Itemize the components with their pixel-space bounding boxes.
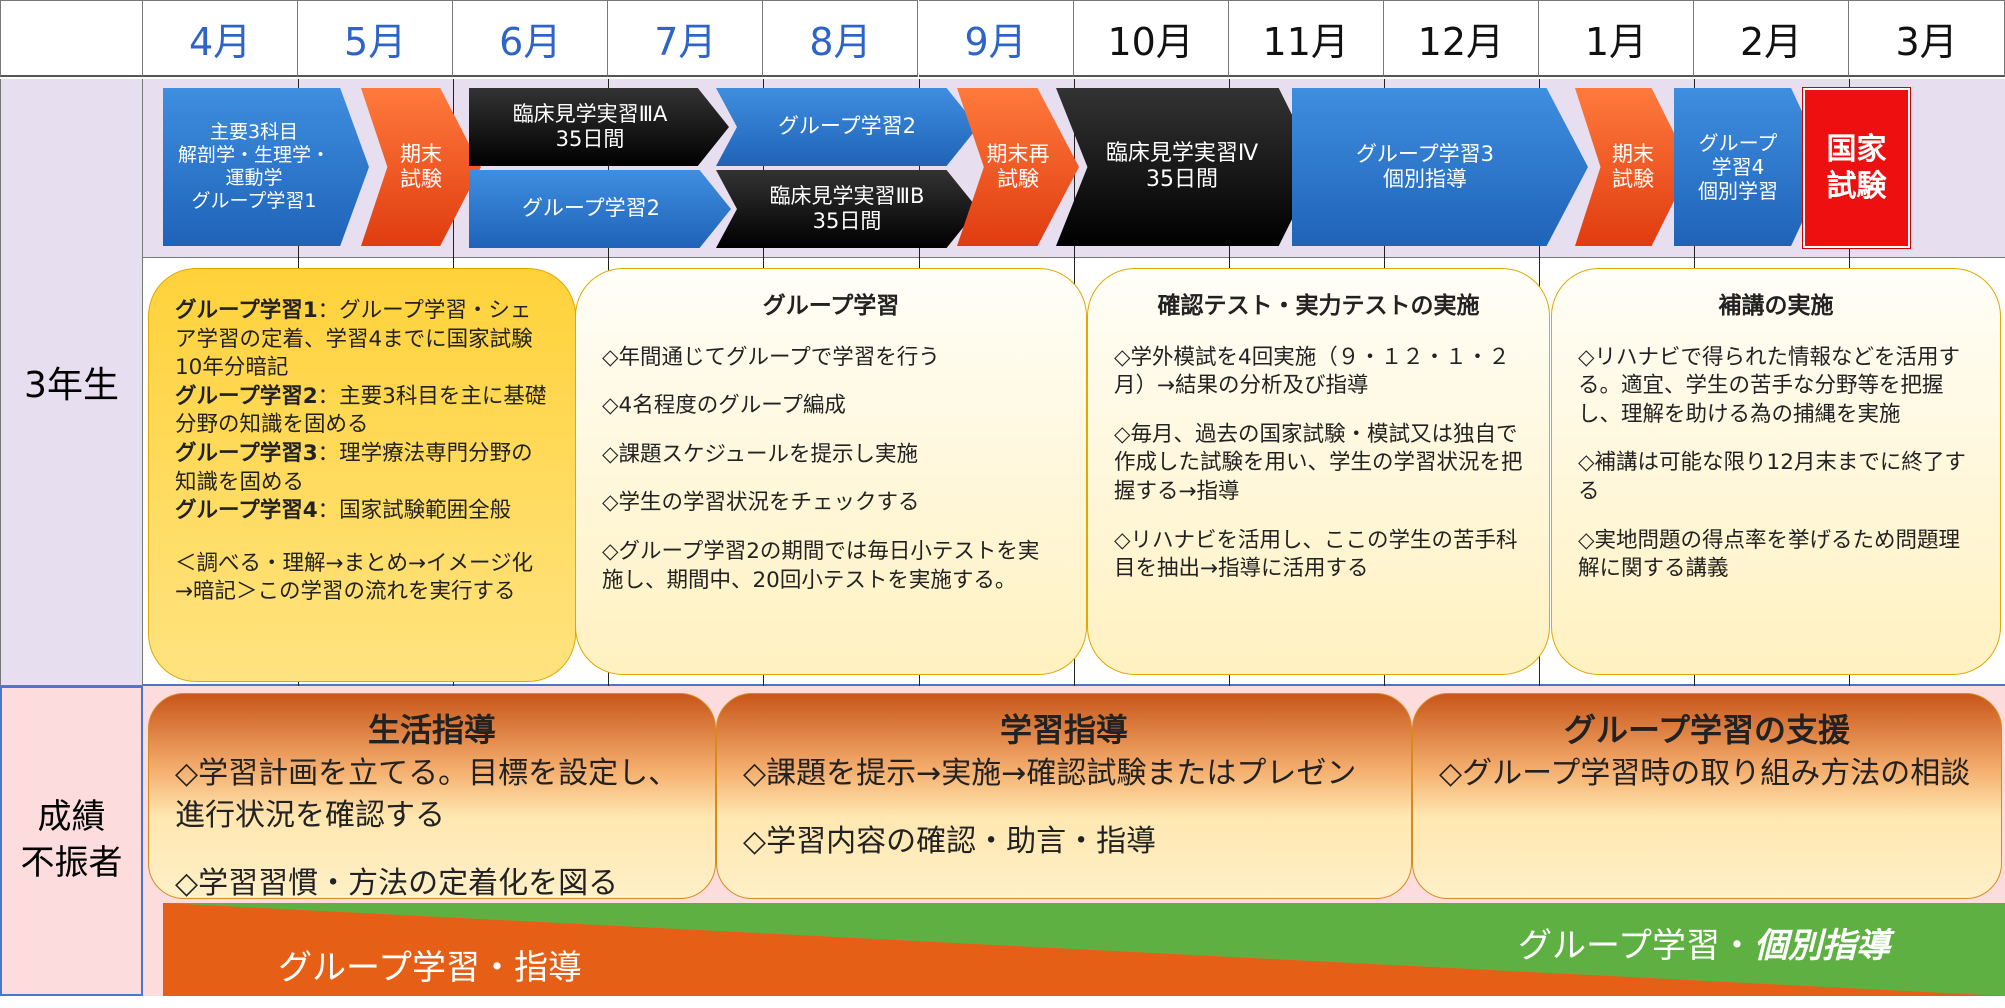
card-group-support: グループ学習の支援 ◇グループ学習時の取り組み方法の相談	[1412, 693, 2002, 899]
card1-item-text: ：理学療法専門分野の知識を固める	[175, 440, 533, 495]
card4-title: 補講の実施	[1718, 293, 1834, 319]
month-header-9: 12月	[1383, 0, 1539, 77]
study-guidance-item-1: ◇課題を提示→実施→確認試験またはプレゼン	[743, 755, 1357, 791]
chevron-group2-bottom: グループ学習2	[469, 170, 731, 248]
card-tests: 確認テスト・実力テストの実施 ◇学外模試を4回実施（９・１２・１・２月）→結果の…	[1087, 268, 1550, 675]
transition-bar-orange	[163, 903, 2005, 996]
card1-item: グループ学習2：主要3科目を主に基礎分野の知識を固める	[175, 383, 549, 440]
life-guidance-item-1: ◇学習計画を立てる。目標を設定し、進行状況を確認する	[175, 755, 679, 833]
card3-item: ◇毎月、過去の国家試験・模試又は独自で作成した試験を用い、学生の学習状況を把握す…	[1114, 421, 1523, 504]
card4-items: ◇リハナビで得られた情報などを活用する。適宜、学生の苦手な分野等を把握し、理解を…	[1578, 344, 1974, 584]
card2-item: ◇4名程度のグループ編成	[602, 393, 846, 419]
group2-top-label: グループ学習2	[777, 114, 917, 139]
card1-item-text: ：国家試験範囲全般	[317, 498, 512, 524]
study-guidance-title: 学習指導	[999, 711, 1128, 749]
month-header-1: 4月	[143, 0, 299, 77]
bottom-right-text-a: グループ学習・	[1518, 926, 1754, 966]
bottom-left-text: グループ学習・指導	[278, 948, 582, 988]
card3-item: ◇学外模試を4回実施（９・１２・１・２月）→結果の分析及び指導	[1114, 344, 1510, 399]
underperformer-label: 成績 不振者	[20, 797, 123, 883]
card3-item: ◇リハナビを活用し、ここの学生の苦手科目を抽出→指導に活用する	[1114, 527, 1518, 582]
row-label-third-year: 3年生	[0, 79, 143, 686]
re-exam-label: 期末再 試験	[986, 141, 1050, 191]
national-exam-box: 国家 試験	[1802, 87, 1911, 249]
group-support-item-1: ◇グループ学習時の取り組み方法の相談	[1439, 755, 1971, 791]
row-label-underperformer: 成績 不振者	[0, 686, 143, 996]
group3-label: グループ学習3 個別指導	[1355, 141, 1495, 191]
month-header-8: 11月	[1228, 0, 1384, 77]
national-exam-label: 国家 試験	[1826, 131, 1887, 205]
card1-item-bold: グループ学習4	[175, 498, 318, 524]
card1-body: グループ学習1：グループ学習・シェア学習の定着、学習4までに国家試験10年分暗記…	[175, 297, 549, 526]
third-year-label: 3年生	[24, 365, 119, 406]
clinical-3a-label: 臨床見学実習ⅢA 35日間	[512, 101, 668, 151]
card2-item: ◇年間通じてグループで学習を行う	[602, 344, 940, 370]
chevron-clinical-3a: 臨床見学実習ⅢA 35日間	[469, 88, 729, 166]
month-header-6: 9月	[918, 0, 1074, 77]
month-header-10: 1月	[1538, 0, 1694, 77]
bottom-right-text: グループ学習・個別指導	[1518, 918, 1890, 967]
chevron-main-subjects: 主要3科目 解剖学・生理学・ 運動学 グループ学習1	[163, 88, 369, 246]
month-header-3: 6月	[453, 0, 609, 77]
group-support-title: グループ学習の支援	[1563, 711, 1851, 749]
card2-title: グループ学習	[762, 293, 900, 319]
header-corner	[0, 0, 143, 77]
card1-item-text: ：グループ学習・シェア学習の定着、学習4までに国家試験10年分暗記	[175, 298, 533, 381]
bottom-right-text-b: 個別指導	[1753, 926, 1890, 966]
card3-items: ◇学外模試を4回実施（９・１２・１・２月）→結果の分析及び指導 ◇毎月、過去の国家…	[1114, 344, 1523, 584]
card1-item: グループ学習3：理学療法専門分野の知識を固める	[175, 440, 549, 497]
main-subjects-label: 主要3科目 解剖学・生理学・ 運動学 グループ学習1	[177, 121, 330, 212]
card1-item: グループ学習4：国家試験範囲全般	[175, 497, 549, 526]
clinical-3b-label: 臨床見学実習ⅢB 35日間	[769, 183, 925, 233]
card2-items: ◇年間通じてグループで学習を行う ◇4名程度のグループ編成 ◇課題スケジュールを提示…	[602, 344, 1060, 596]
month-header-12: 3月	[1849, 0, 2005, 77]
card3-title: 確認テスト・実力テストの実施	[1157, 293, 1480, 319]
transition-bar	[163, 903, 2005, 996]
month-header-4: 7月	[608, 0, 764, 77]
card-supplementary: 補講の実施 ◇リハナビで得られた情報などを活用する。適宜、学生の苦手な分野等を把…	[1551, 268, 2001, 675]
final-exam-1-label: 期末 試験	[400, 141, 442, 191]
card1-item-text: ：主要3科目を主に基礎分野の知識を固める	[175, 383, 547, 438]
life-guidance-title: 生活指導	[367, 711, 496, 749]
clinical-4-label: 臨床見学実習Ⅳ 35日間	[1105, 140, 1259, 192]
study-guidance-item-2: ◇学習内容の確認・助言・指導	[743, 823, 1157, 859]
card4-item: ◇実地問題の得点率を挙げるため問題理解に関する講義	[1578, 527, 1961, 582]
chevron-group3: グループ学習3 個別指導	[1292, 88, 1588, 246]
card-study-guidance: 学習指導 ◇課題を提示→実施→確認試験またはプレゼン ◇学習内容の確認・助言・指…	[716, 693, 1412, 899]
card1-item-bold: グループ学習1	[175, 298, 318, 323]
group2-bottom-label: グループ学習2	[521, 196, 661, 221]
card1-item-bold: グループ学習3	[175, 440, 318, 466]
card2-item: ◇学生の学習状況をチェックする	[602, 490, 920, 516]
card-group-learning-levels: グループ学習1：グループ学習・シェア学習の定着、学習4までに国家試験10年分暗記…	[148, 268, 576, 682]
life-guidance-item-2: ◇学習習慣・方法の定着化を図る	[175, 865, 619, 901]
chevron-group2-top: グループ学習2	[716, 88, 978, 166]
card2-item: ◇課題スケジュールを提示し実施	[602, 441, 919, 467]
card4-item: ◇補講は可能な限り12月末までに終了する	[1578, 450, 1966, 504]
final-exam-2-label: 期末 試験	[1612, 141, 1654, 191]
group4-label: グループ 学習4 個別学習	[1698, 131, 1778, 203]
card-life-guidance: 生活指導 ◇学習計画を立てる。目標を設定し、進行状況を確認する ◇学習習慣・方法…	[148, 693, 716, 901]
chevron-clinical-4: 臨床見学実習Ⅳ 35日間	[1056, 88, 1318, 246]
card1-item-bold: グループ学習2	[175, 383, 318, 409]
chevron-group4: グループ 学習4 個別学習	[1674, 88, 1828, 246]
month-header-7: 10月	[1073, 0, 1229, 77]
card2-item: ◇グループ学習2の期間では毎日小テストを実施し、期間中、20回小テストを実施する…	[602, 538, 1040, 593]
card-group-learning: グループ学習 ◇年間通じてグループで学習を行う ◇4名程度のグループ編成 ◇課題スケ…	[575, 268, 1087, 675]
month-header-5: 8月	[763, 0, 919, 77]
card1-flow: ＜調べる・理解→まとめ→イメージ化→暗記＞この学習の流れを実行する	[175, 550, 534, 605]
month-header-2: 5月	[298, 0, 454, 77]
month-header-11: 2月	[1694, 0, 1850, 77]
chevron-clinical-3b: 臨床見学実習ⅢB 35日間	[716, 170, 978, 248]
card4-item: ◇リハナビで得られた情報などを活用する。適宜、学生の苦手な分野等を把握し、理解を…	[1578, 344, 1961, 427]
card1-item: グループ学習1：グループ学習・シェア学習の定着、学習4までに国家試験10年分暗記	[175, 297, 549, 383]
